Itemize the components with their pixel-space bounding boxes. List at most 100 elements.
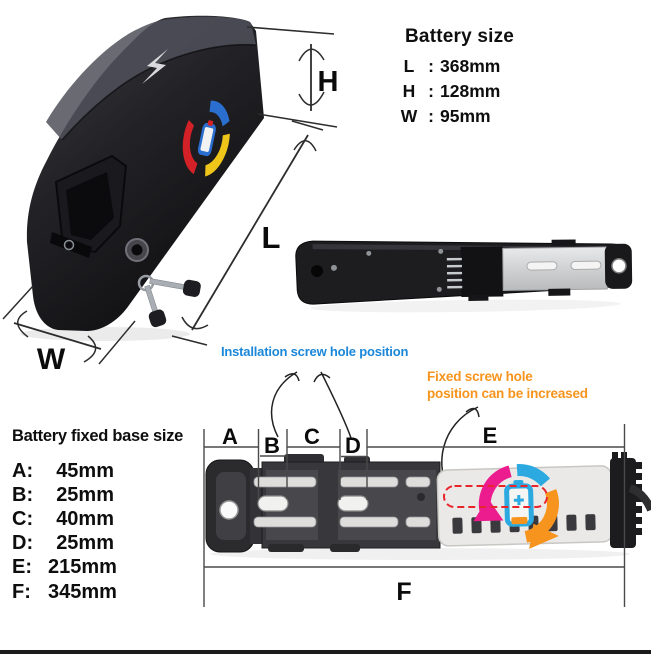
battery-size-label-l: L xyxy=(403,56,415,76)
install-note-arrows xyxy=(270,371,352,439)
install-arrow-right-head xyxy=(313,373,331,383)
w-bracket-left xyxy=(2,285,34,320)
l-arrow-shaft xyxy=(191,134,309,331)
fixed-screw-note: Fixed screw hole position can be increas… xyxy=(427,369,588,402)
base-size-label-a: A: xyxy=(12,459,34,482)
fixed-screw-note-line2: position can be increased xyxy=(427,385,588,401)
bottom-view-screw-4 xyxy=(436,286,442,292)
key-lock-slot xyxy=(134,244,140,254)
battery-size-rows: L:368mm H:128mm W:95mm xyxy=(396,54,546,129)
base-size-value-e: 215mm xyxy=(48,556,117,579)
battery-size-row-w: W:95mm xyxy=(396,104,546,129)
base-size-value-d: 25mm xyxy=(56,532,114,555)
base-size-label-b: B: xyxy=(12,483,34,506)
rail-slot-2 xyxy=(570,260,602,270)
base-plate-shadow xyxy=(210,548,630,560)
slot2-top xyxy=(339,476,399,488)
base-size-value-b: 25mm xyxy=(56,483,114,506)
base-dimensions xyxy=(203,424,626,607)
slot2-oval-hole xyxy=(337,495,369,512)
h-extension-top xyxy=(246,26,335,35)
battery-size-label-h: H xyxy=(402,81,416,101)
bottom-view-connector-block xyxy=(460,246,504,298)
battery-size-value-w: 95mm xyxy=(440,106,491,126)
w-bracket-right xyxy=(98,320,136,365)
slot1-bottom xyxy=(253,516,317,528)
h-extension-bottom xyxy=(257,113,338,128)
install-arrow-left xyxy=(270,371,298,438)
battery-size-row-h: H:128mm xyxy=(396,79,546,104)
edge-tab-bottom-2 xyxy=(468,294,489,301)
battery-control-strip xyxy=(50,232,92,258)
bottom-view-screw-1 xyxy=(330,264,337,271)
battery-size-panel: Battery size L:368mm H:128mm W:95mm xyxy=(396,26,546,129)
base-plate-photo xyxy=(205,452,651,560)
edge-tab-top xyxy=(551,239,576,246)
plate-bump-bottom-2 xyxy=(330,544,360,552)
battery-side-logo-icon xyxy=(182,100,230,177)
bottom-crop-bar xyxy=(0,650,651,654)
bottom-view-hole-left xyxy=(311,265,324,278)
fixed-hole-highlight xyxy=(443,485,548,508)
key-2 xyxy=(144,284,167,328)
dim-label-a: A xyxy=(222,424,238,449)
fixed-arrow-head xyxy=(465,407,480,418)
w-dimension xyxy=(2,285,136,365)
dim-label-l: L xyxy=(262,220,281,255)
battery-size-value-l: 368mm xyxy=(440,56,501,76)
sticker-brand-logo-icon xyxy=(473,464,559,549)
connector-pins xyxy=(446,257,463,289)
h-dimension xyxy=(246,26,338,128)
base-size-label-c: C: xyxy=(12,507,34,530)
plate-sticker xyxy=(436,464,614,549)
battery-ridge-line xyxy=(61,43,257,141)
base-size-row-d: D: 25mm xyxy=(12,532,202,556)
power-wire xyxy=(628,484,651,512)
battery-top-face xyxy=(46,16,256,140)
key-1 xyxy=(149,278,201,297)
plate-bump-bottom-1 xyxy=(268,544,304,552)
lightning-bolt-icon xyxy=(142,49,168,84)
bottom-view-photo xyxy=(295,239,633,313)
dim-label-c: C xyxy=(304,424,320,449)
base-size-label-e: E: xyxy=(12,556,32,579)
dim-label-w: W xyxy=(37,343,66,376)
install-arrow-right xyxy=(320,371,352,439)
base-size-row-e: E: 215mm xyxy=(12,556,202,580)
battery-size-colon: : xyxy=(428,81,434,101)
battery-size-colon: : xyxy=(428,56,434,76)
battery-size-label-w: W xyxy=(400,106,418,126)
base-size-row-b: B: 25mm xyxy=(12,483,202,507)
base-size-title: Battery fixed base size xyxy=(12,427,184,445)
w-arrow-head-right xyxy=(83,335,97,363)
base-size-value-c: 40mm xyxy=(56,507,114,530)
l-tick-top xyxy=(291,120,324,131)
battery-size-row-l: L:368mm xyxy=(396,54,546,79)
base-size-row-c: C: 40mm xyxy=(12,507,202,531)
power-button-icon xyxy=(63,239,75,251)
slot-extra-bottom xyxy=(405,516,431,528)
base-size-row-f: F:345mm xyxy=(12,580,202,604)
battery-size-title: Battery size xyxy=(405,26,515,47)
dim-label-b: B xyxy=(264,433,280,458)
base-size-row-a: A: 45mm xyxy=(12,459,202,483)
dim-label-h: H xyxy=(318,66,339,98)
battery-size-colon: : xyxy=(428,106,434,126)
base-size-rows: A: 45mm B: 25mm C: 40mm D: 25mm E: 215mm F:34… xyxy=(12,459,202,604)
fixed-screw-note-line1: Fixed screw hole xyxy=(427,369,533,384)
bottom-view-end-hole xyxy=(611,258,627,274)
l-arrow-head-top xyxy=(293,140,317,152)
slot1-oval-hole xyxy=(257,495,289,512)
base-size-value-a: 45mm xyxy=(56,459,114,482)
w-arrow-shaft xyxy=(13,322,102,350)
base-size-label-d: D: xyxy=(12,532,34,555)
bottom-view-screw-3 xyxy=(438,248,444,254)
dim-label-f: F xyxy=(396,578,411,606)
rail-slot-1 xyxy=(526,261,558,271)
h-arrow-head-top xyxy=(298,48,325,62)
install-arrow-left-head xyxy=(284,373,300,382)
bottom-view-screw-2 xyxy=(366,250,372,256)
slot2-bottom xyxy=(339,516,399,528)
